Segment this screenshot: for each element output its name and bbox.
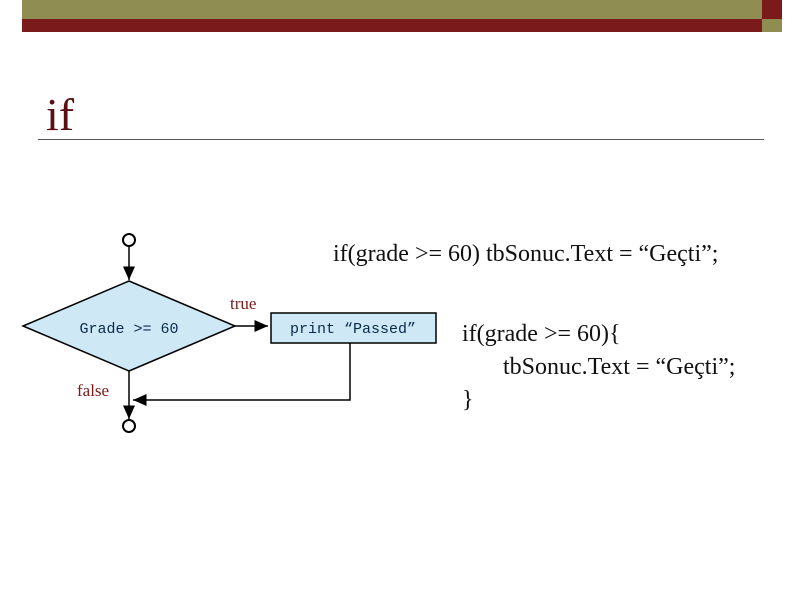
false-label: false	[77, 381, 109, 400]
code-block-close: }	[462, 387, 474, 413]
start-node	[122, 233, 136, 247]
code-block-open: if(grade >= 60){	[462, 321, 621, 347]
true-label: true	[230, 294, 256, 313]
header-bar-olive	[22, 0, 762, 19]
title-divider	[38, 139, 764, 140]
end-node	[122, 419, 136, 433]
header-bar-maroon	[22, 19, 762, 32]
action-return-line	[133, 343, 351, 406]
header-square-maroon	[762, 0, 782, 19]
decision-text: Grade >= 60	[79, 321, 178, 338]
action-node	[270, 312, 437, 344]
action-text: print “Passed”	[290, 321, 416, 338]
code-block-body: tbSonuc.Text = “Geçti”;	[503, 354, 736, 380]
header-square-olive	[762, 19, 782, 32]
slide-title: if	[46, 89, 75, 140]
code-single-line: if(grade >= 60) tbSonuc.Text = “Geçti”;	[333, 241, 719, 267]
